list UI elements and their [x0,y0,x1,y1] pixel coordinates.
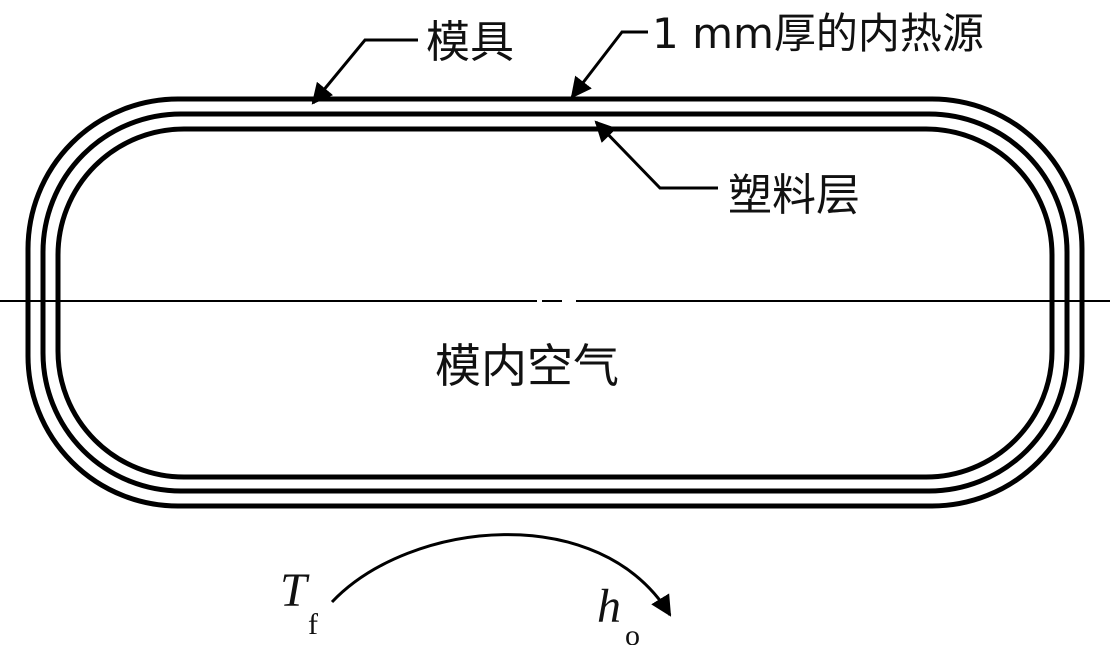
plastic-layer-leader-line [594,120,718,190]
heat-source-boundary [40,111,1070,494]
mold-air-label: 模内空气 [435,339,619,393]
plastic-layer-boundary [55,126,1055,480]
heat-transfer-arc [330,533,672,617]
mold-outer-boundary [25,96,1085,509]
heat-source-label: 1 mm厚的内热源 [652,9,984,58]
tf-subscript: f [308,608,318,641]
mold-leader-line [311,38,418,105]
heat-source-leader-line [570,30,648,99]
ho-symbol: h [597,580,621,633]
plastic-layer-label: 塑料层 [728,170,860,221]
ho-subscript: o [625,619,640,645]
mold-label: 模具 [426,17,514,68]
tf-symbol: T [280,564,310,617]
